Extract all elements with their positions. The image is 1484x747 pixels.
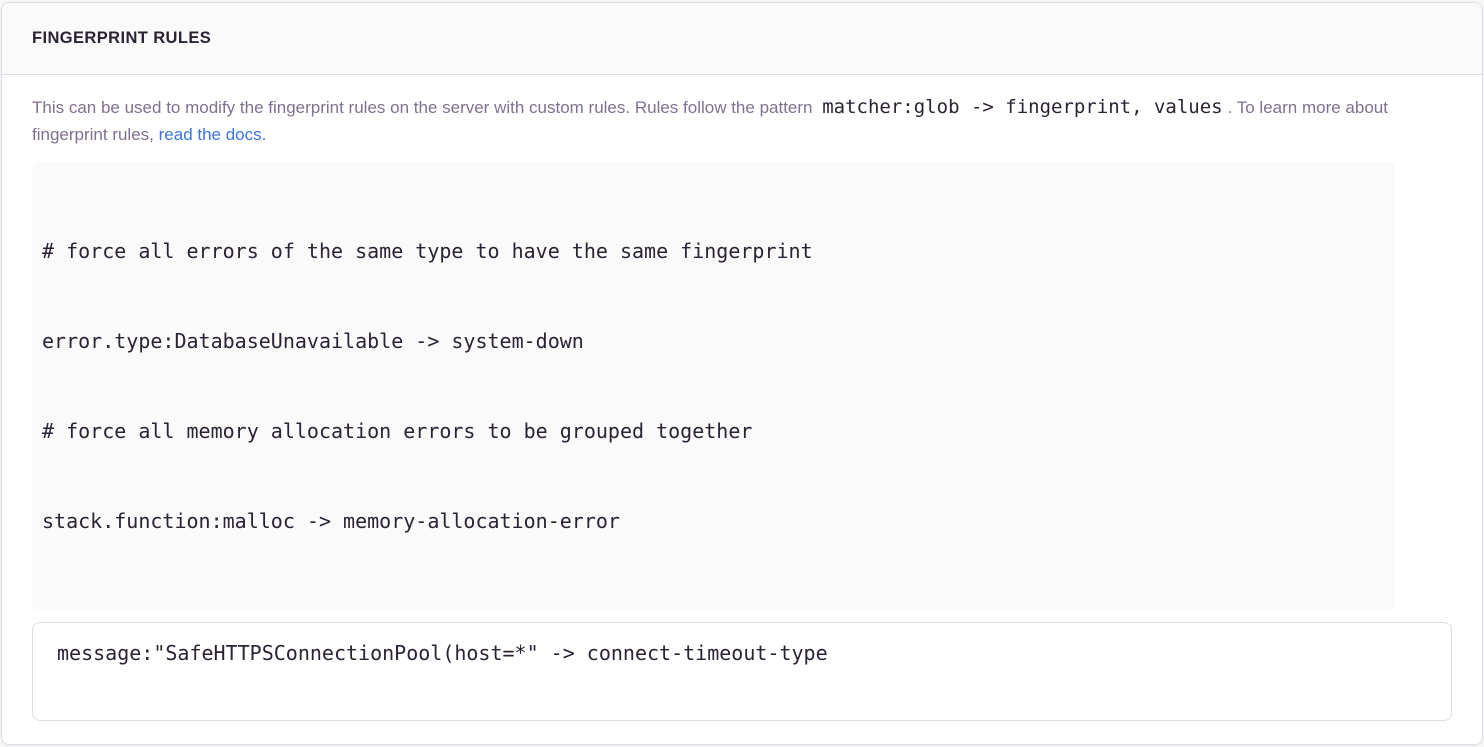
panel-title: FINGERPRINT RULES [32, 29, 212, 47]
example-line: error.type:DatabaseUnavailable -> system… [42, 329, 584, 353]
panel-body: This can be used to modify the fingerpri… [2, 75, 1482, 744]
example-line: stack.function:malloc -> memory-allocati… [42, 509, 620, 533]
field-help-text: This can be used to modify the fingerpri… [32, 94, 1395, 148]
read-the-docs-link[interactable]: read the docs. [158, 125, 267, 144]
inline-code-pattern: matcher:glob -> fingerprint, values [822, 96, 1223, 118]
fingerprint-rules-input[interactable]: message:"SafeHTTPSConnectionPool(host=*"… [32, 622, 1452, 721]
example-line: # force all memory allocation errors to … [42, 419, 753, 443]
panel-header: FINGERPRINT RULES [2, 3, 1482, 75]
fingerprint-rules-example: # force all errors of the same type to h… [32, 162, 1395, 610]
example-line: # force all errors of the same type to h… [42, 239, 813, 263]
help-text-after-code: . To learn more about fingerprint rules, [32, 98, 1388, 144]
help-text-before-code: This can be used to modify the fingerpri… [32, 98, 813, 117]
